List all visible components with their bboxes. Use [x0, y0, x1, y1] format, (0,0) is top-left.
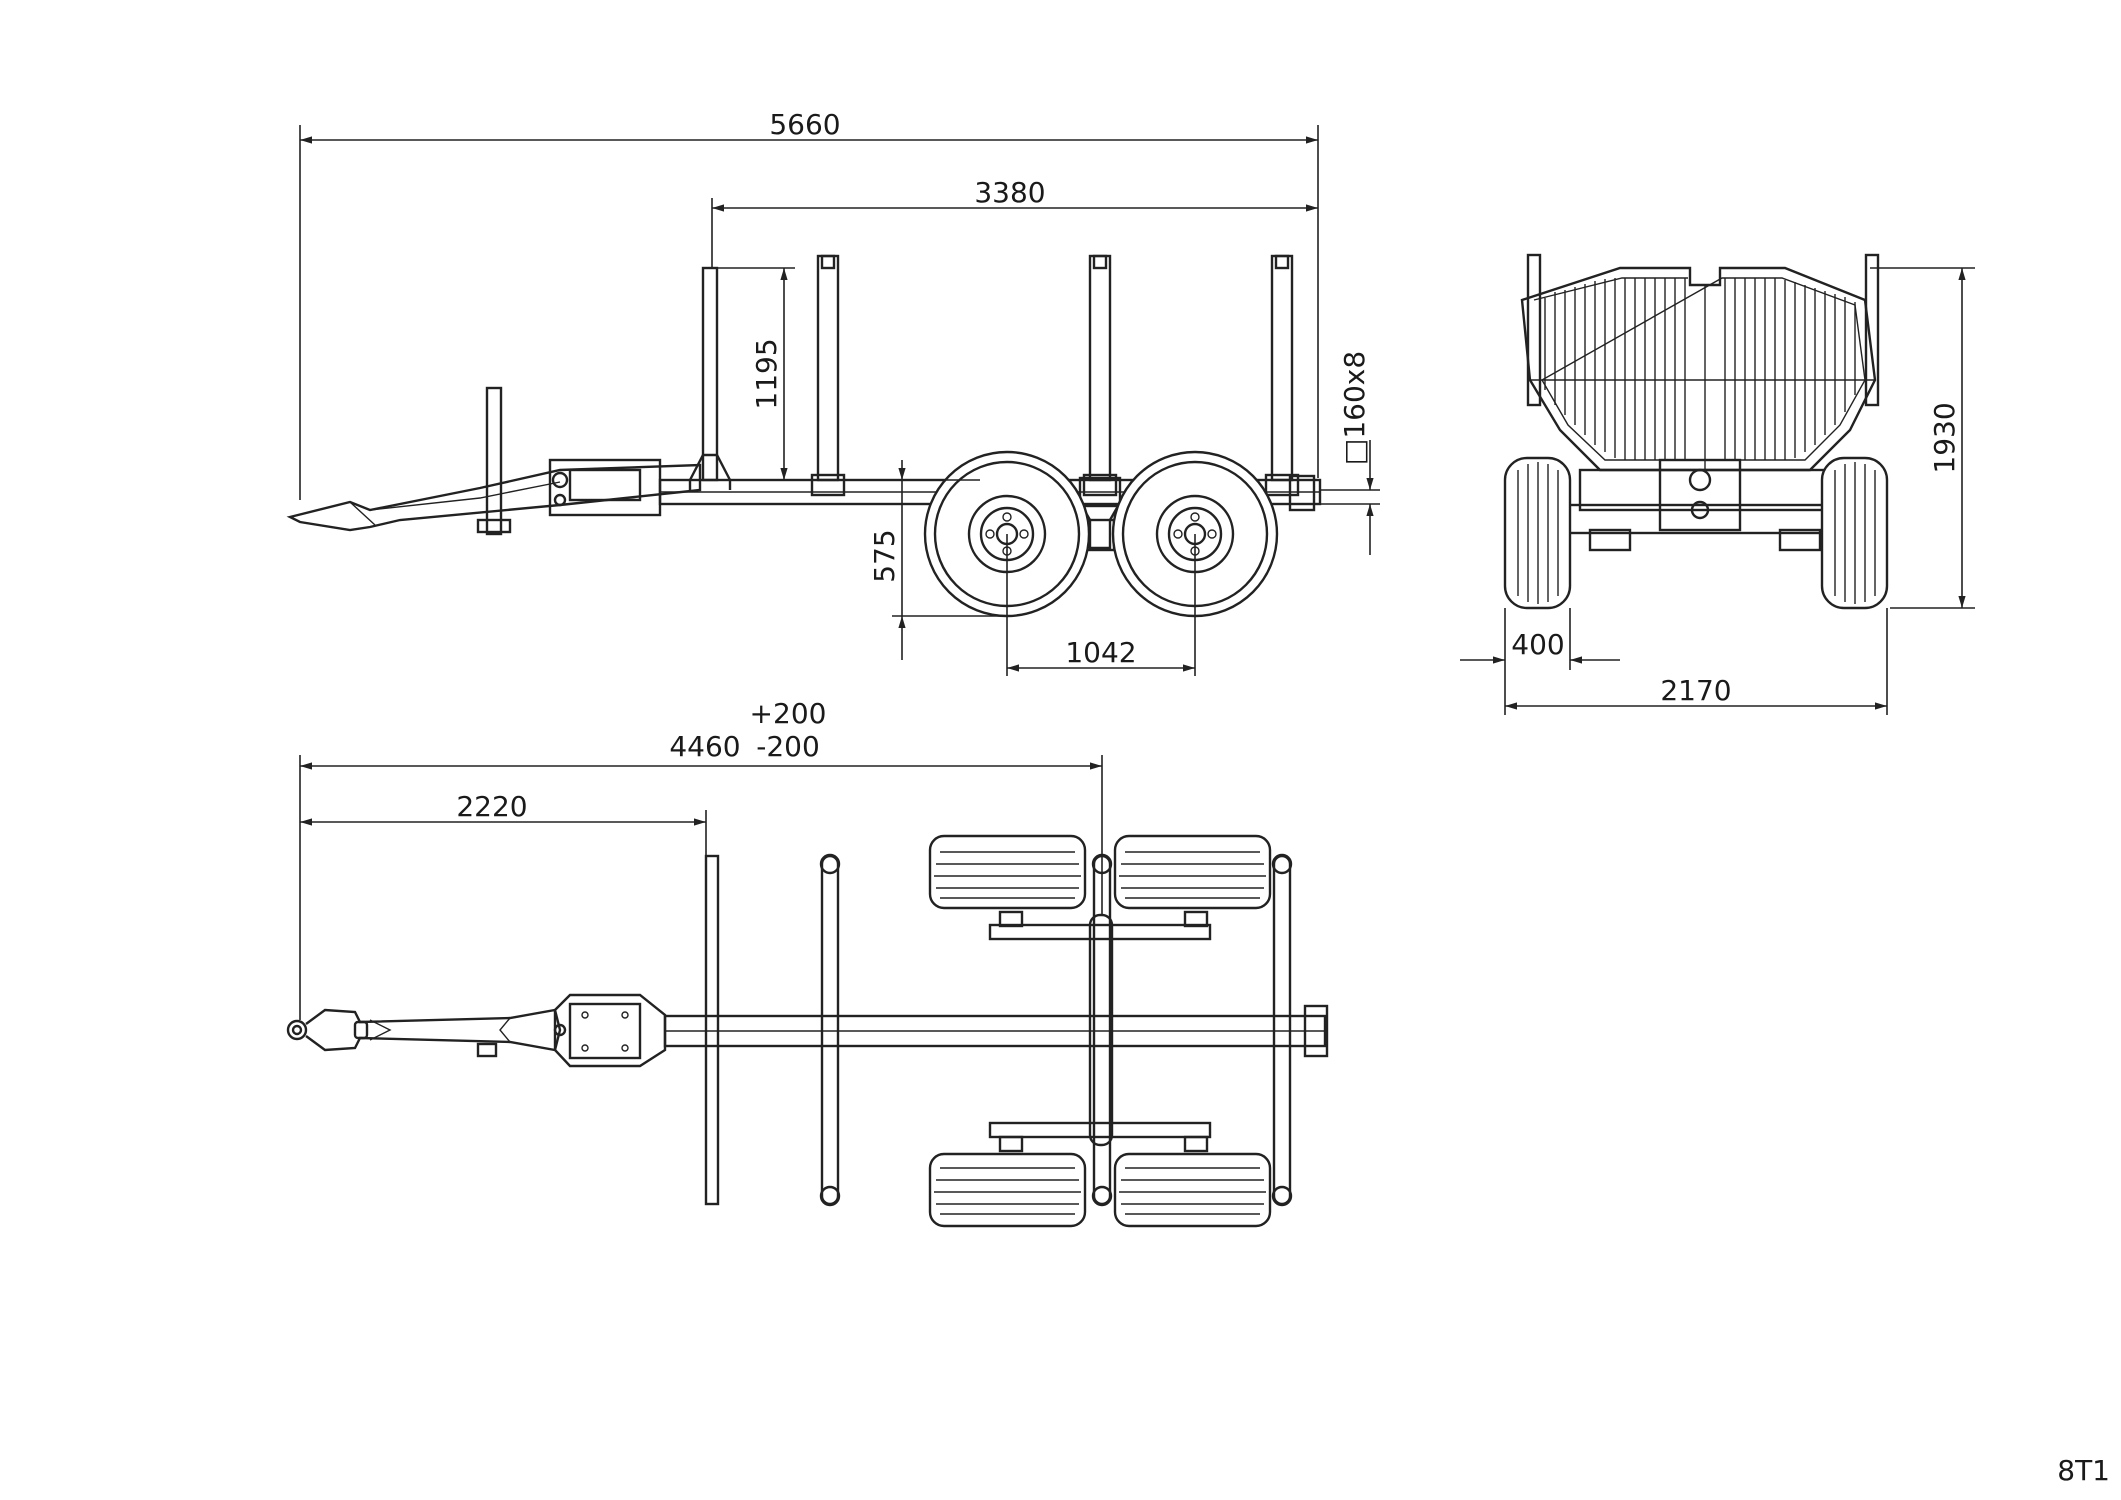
dim-label-total-height: 1930	[1928, 402, 1961, 473]
dim-label-boom-offset: 2220	[456, 790, 527, 823]
rear-tire-left	[1503, 456, 1572, 610]
dim-load-length: 3380	[711, 176, 1318, 268]
rear-view: 1930 400 2170	[1460, 253, 1975, 715]
side-stakes	[688, 254, 1300, 497]
dim-total-width: 2170	[1505, 608, 1888, 715]
dim-ground-clearance: 575	[868, 460, 1010, 660]
dim-wheel-spacing: 1042	[1006, 534, 1196, 676]
dim-label-overall-length: 5660	[769, 108, 840, 141]
dim-total-height: 1930	[1870, 267, 1975, 609]
top-drawbar	[286, 993, 667, 1068]
top-bogie-axles	[988, 910, 1212, 1153]
dim-label-ground-clearance: 575	[868, 529, 901, 582]
dim-stake-section: □160x8	[1320, 351, 1380, 555]
dim-extension-length: 4460 +200 -200	[299, 697, 1103, 915]
dim-stake-height: 1195	[718, 267, 795, 480]
drawing-code: 8T1	[2057, 1454, 2110, 1487]
dim-label-total-width: 2170	[1660, 674, 1731, 707]
dim-overall-length: 5660	[299, 108, 1319, 500]
rear-axle-assembly	[1558, 458, 1852, 552]
top-tires	[928, 834, 1272, 1228]
side-view: 5660 3380 1195 □160x8 575	[286, 108, 1380, 676]
dim-label-tire-width: 400	[1511, 628, 1564, 661]
dim-label-stake-height: 1195	[750, 338, 783, 409]
top-main-beam	[663, 1004, 1329, 1058]
dim-label-load-length: 3380	[974, 176, 1045, 209]
dim-label-extension-length: 4460	[669, 730, 740, 763]
top-stake-bunks	[704, 853, 1293, 1207]
rear-load-basket	[1520, 266, 1877, 472]
dim-label-stake-section: □160x8	[1338, 351, 1371, 465]
side-drawbar	[286, 386, 702, 536]
dim-boom-offset: 2220	[299, 790, 707, 1020]
rear-basket-bars	[1530, 278, 1875, 470]
dim-label-extension-tol-minus: -200	[756, 730, 820, 763]
top-view: 2220 4460 +200 -200	[286, 697, 1329, 1228]
rear-stakes	[1526, 253, 1880, 407]
dim-tire-width: 400	[1460, 608, 1620, 715]
dim-label-wheel-spacing: 1042	[1065, 636, 1136, 669]
dim-label-extension-tol-plus: +200	[750, 697, 827, 730]
rear-tire-right	[1820, 456, 1889, 610]
